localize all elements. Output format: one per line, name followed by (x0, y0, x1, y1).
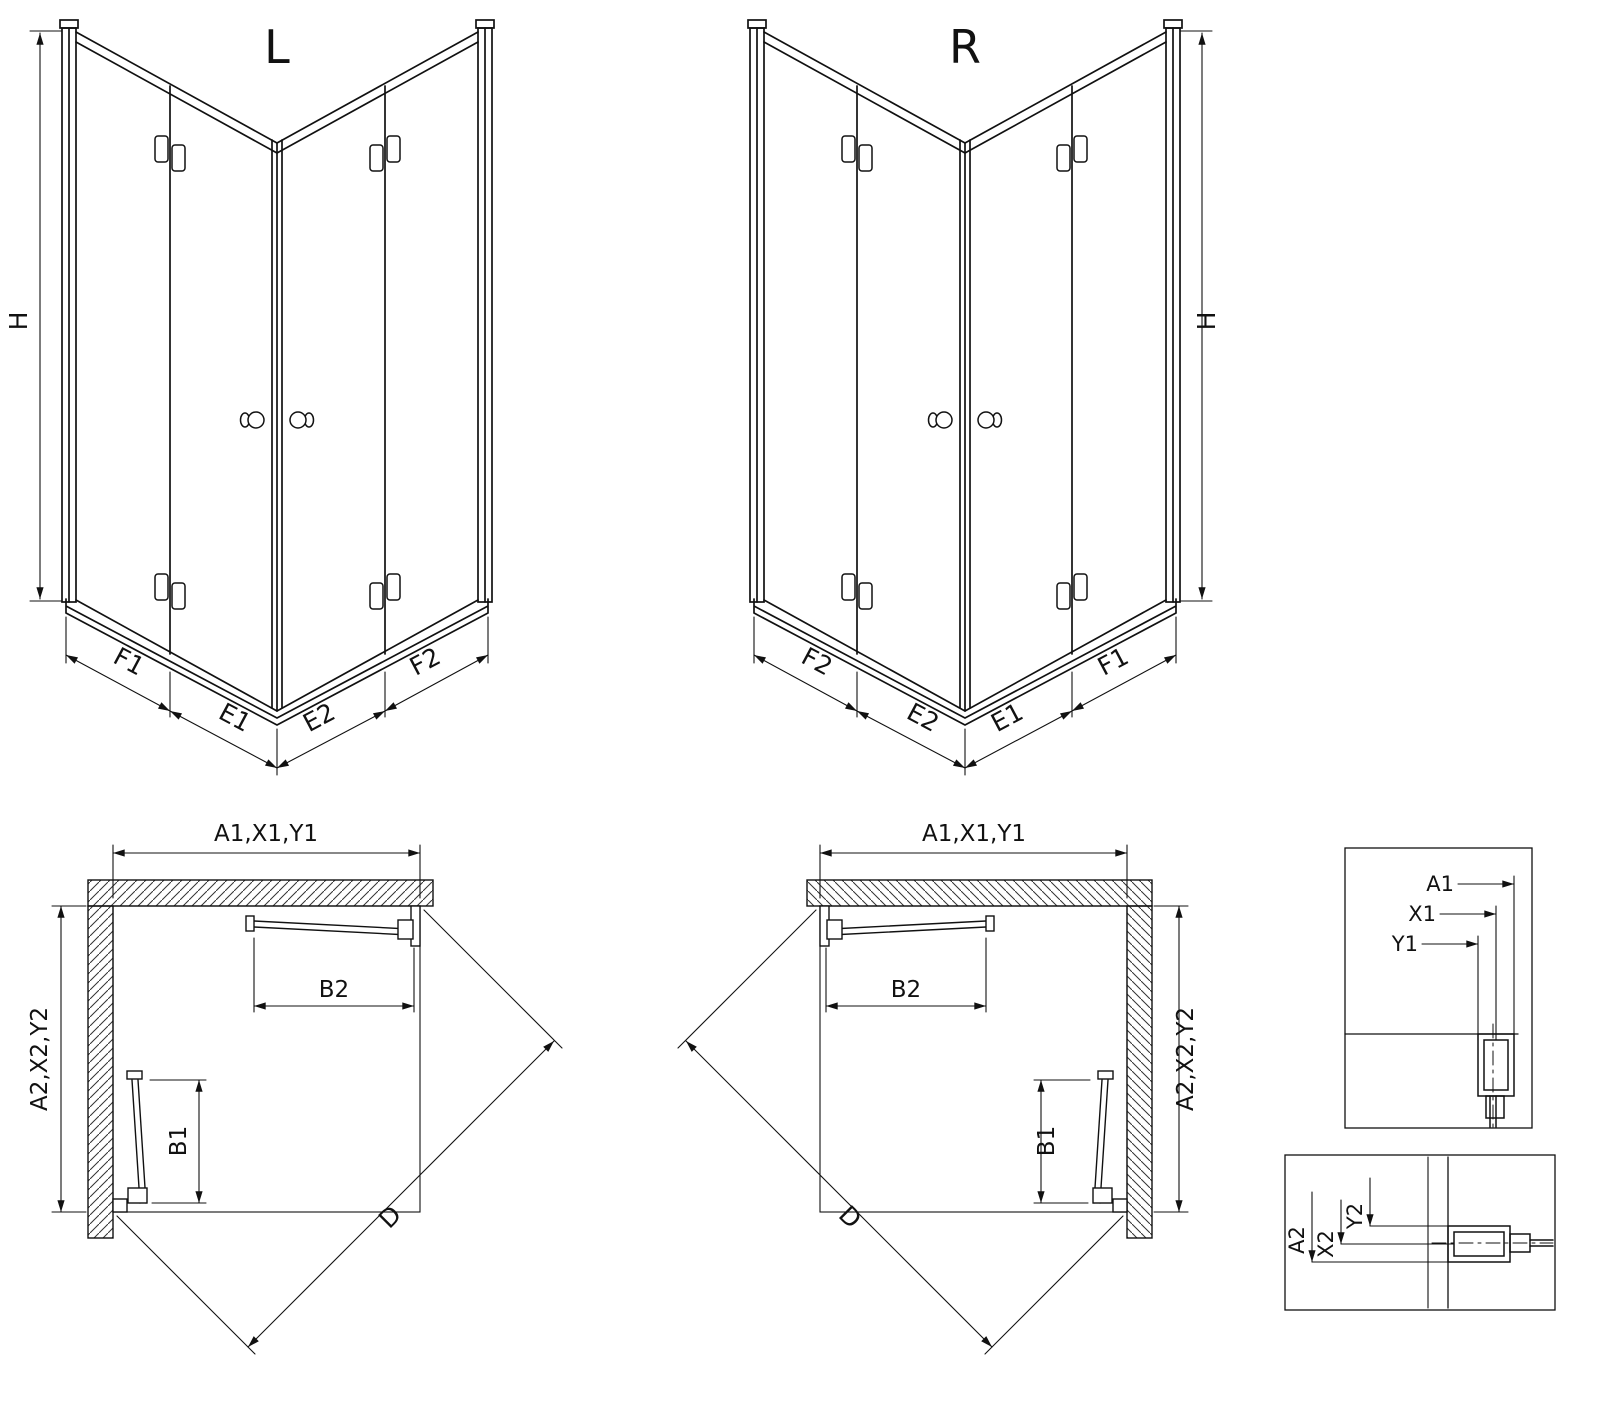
plan-left-dim-b2-label: B2 (319, 977, 349, 1003)
front-view-left: L H F1 E1 E2 F2 (4, 20, 494, 775)
front-left-height-dim-label: H (4, 312, 33, 331)
front-view-right: R H F2 E2 E1 F1 (748, 20, 1221, 775)
plan-right-geometry (678, 845, 1188, 1354)
front-left-variant-label: L (264, 20, 290, 74)
plan-left-dim-side-label: A2,X2,Y2 (27, 1007, 53, 1111)
plan-right-dim-b2-label: B2 (891, 977, 921, 1003)
front-right-height-dim-label: H (1192, 312, 1221, 331)
detail-bottom-dim-a2-label: A2 (1285, 1226, 1309, 1254)
detail-top-dim-y1-label: Y1 (1391, 932, 1418, 956)
plan-left-geometry (52, 845, 562, 1354)
plan-left-dim-d-label: D (373, 1200, 407, 1234)
detail-bottom-dim-x2-label: X2 (1314, 1230, 1338, 1258)
plan-right-dim-b1-label: B1 (1034, 1126, 1060, 1156)
plan-right-dim-d-label: D (833, 1200, 867, 1234)
front-right-variant-label: R (949, 20, 981, 74)
plan-view-left: A1,X1,Y1 A2,X2,Y2 B2 B1 D (27, 821, 562, 1354)
detail-top-dim-x1-label: X1 (1408, 902, 1436, 926)
detail-view-bottom: A2 X2 Y2 (1284, 1154, 1556, 1311)
plan-view-right: A1,X1,Y1 A2,X2,Y2 B2 B1 D (678, 821, 1199, 1354)
detail-bottom-dim-y2-label: Y2 (1343, 1203, 1367, 1230)
detail-view-top: A1 X1 Y1 (1344, 847, 1533, 1129)
plan-right-dim-side-label: A2,X2,Y2 (1173, 1007, 1199, 1111)
detail-top-dim-a1-label: A1 (1426, 872, 1454, 896)
plan-right-dim-top-label: A1,X1,Y1 (922, 821, 1026, 847)
plan-left-dim-b1-label: B1 (166, 1126, 192, 1156)
plan-left-dim-top-label: A1,X1,Y1 (214, 821, 318, 847)
